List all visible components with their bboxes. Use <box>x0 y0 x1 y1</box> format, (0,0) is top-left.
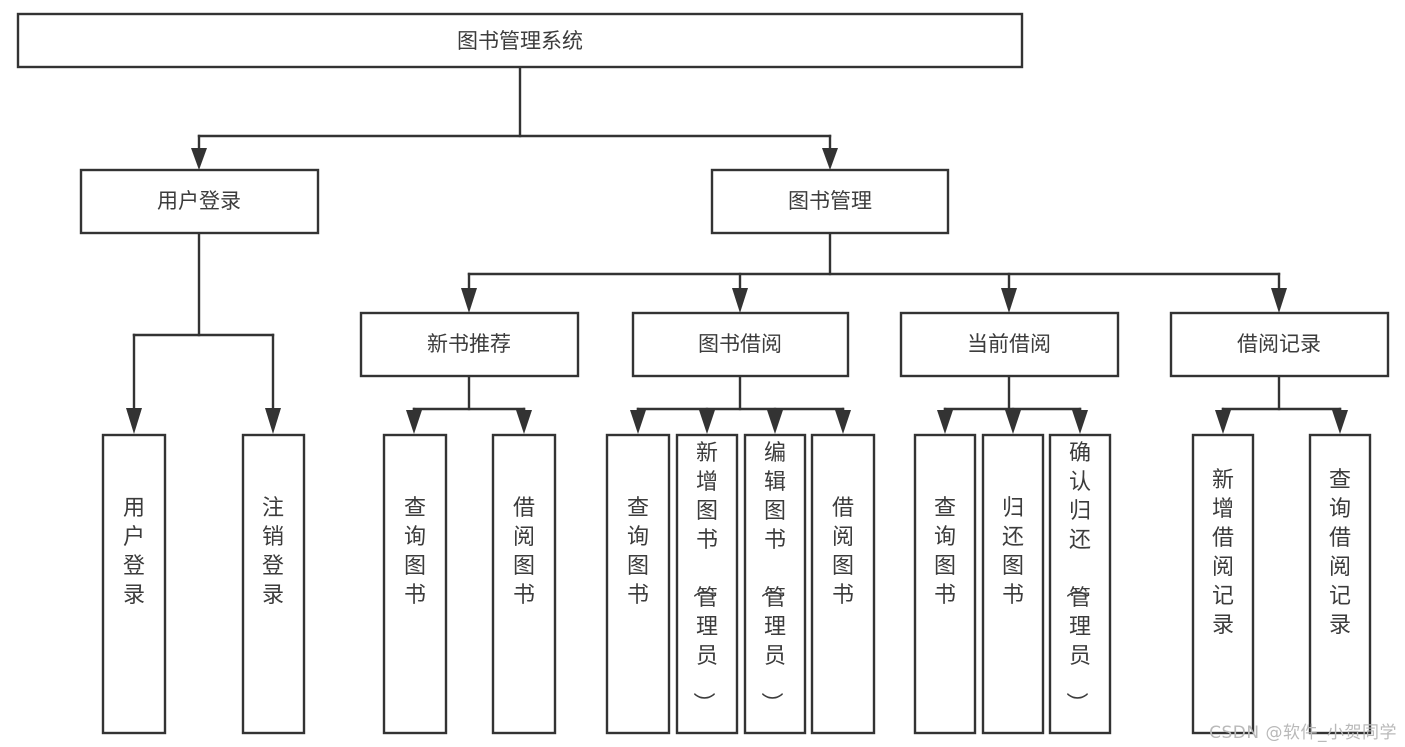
node-leaf-add-record-label: 新增借阅记录 <box>1212 468 1234 638</box>
arrow-bookmanage-child-3 <box>1001 288 1017 313</box>
node-leaf-edit-book-box[interactable] <box>743 433 807 735</box>
node-leaf-return-book[interactable]: 归还图书 <box>981 433 1045 735</box>
arrow-bookmanage-child-2 <box>732 288 748 313</box>
edge-layer <box>126 66 1348 434</box>
node-leaf-query-record[interactable]: 查询借阅记录 <box>1308 433 1372 735</box>
arrow-borrow-leaf-4 <box>835 410 851 434</box>
node-leaf-edit-book-label: 编辑图书（管理员） <box>758 441 786 714</box>
node-leaf-add-book[interactable]: 新增图书（管理员） <box>675 433 739 735</box>
arrow-recommend-leaf-2 <box>516 410 532 434</box>
node-book-borrow-label: 图书借阅 <box>698 332 782 356</box>
arrow-borrow-leaf-2 <box>699 410 715 434</box>
node-leaf-query-record-label: 查询借阅记录 <box>1329 468 1351 638</box>
node-leaf-user-login-label: 用户登录 <box>123 496 145 608</box>
arrow-current-leaf-3 <box>1072 410 1088 434</box>
node-current-borrow-label: 当前借阅 <box>967 332 1051 356</box>
arrow-bookmanage-child-4 <box>1271 288 1287 313</box>
arrow-borrow-leaf-3 <box>767 410 783 434</box>
node-book-manage-box[interactable] <box>710 168 950 235</box>
node-user-login[interactable]: 用户登录 <box>79 168 320 235</box>
node-leaf-add-book-box[interactable] <box>675 433 739 735</box>
arrow-record-leaf-2 <box>1332 410 1348 434</box>
arrow-record-leaf-1 <box>1215 410 1231 434</box>
node-leaf-query-book-1-label: 查询图书 <box>404 496 426 608</box>
node-current-borrow[interactable]: 当前借阅 <box>899 311 1120 378</box>
node-leaf-borrow-book-2-label: 借阅图书 <box>832 496 854 608</box>
node-leaf-borrow-book-1[interactable]: 借阅图书 <box>491 433 557 735</box>
node-leaf-return-book-label: 归还图书 <box>1002 496 1024 608</box>
arrow-recommend-leaf-1 <box>406 410 422 434</box>
node-leaf-add-record-box[interactable] <box>1191 433 1255 735</box>
node-new-book-recommend-box[interactable] <box>359 311 580 378</box>
node-borrow-record-label: 借阅记录 <box>1237 332 1321 356</box>
node-leaf-confirm-return[interactable]: 确认归还（管理员） <box>1048 433 1112 735</box>
node-root-box[interactable] <box>16 12 1024 69</box>
node-leaf-add-book-label: 新增图书（管理员） <box>690 441 718 714</box>
arrow-bookmanage-child-1 <box>461 288 477 313</box>
node-leaf-user-login[interactable]: 用户登录 <box>101 433 167 735</box>
node-leaf-query-book-2[interactable]: 查询图书 <box>605 433 671 735</box>
node-borrow-record-box[interactable] <box>1169 311 1390 378</box>
node-leaf-query-book-1[interactable]: 查询图书 <box>382 433 448 735</box>
node-book-borrow[interactable]: 图书借阅 <box>631 311 850 378</box>
node-leaf-query-book-3[interactable]: 查询图书 <box>913 433 977 735</box>
node-leaf-borrow-book-1-box[interactable] <box>491 433 557 735</box>
node-leaf-user-login-box[interactable] <box>101 433 167 735</box>
node-book-manage[interactable]: 图书管理 <box>710 168 950 235</box>
node-root-label: 图书管理系统 <box>457 29 583 53</box>
arrow-current-leaf-1 <box>937 410 953 434</box>
node-current-borrow-box[interactable] <box>899 311 1120 378</box>
node-leaf-logout-login-box[interactable] <box>241 433 306 735</box>
arrow-current-leaf-2 <box>1005 410 1021 434</box>
node-leaf-add-record[interactable]: 新增借阅记录 <box>1191 433 1255 735</box>
csdn-watermark: CSDN @软件_小贺同学 <box>1209 723 1397 743</box>
arrow-root-to-user-login <box>191 148 207 170</box>
node-leaf-query-book-2-label: 查询图书 <box>627 496 649 608</box>
node-borrow-record[interactable]: 借阅记录 <box>1169 311 1390 378</box>
node-leaf-edit-book[interactable]: 编辑图书（管理员） <box>743 433 807 735</box>
node-leaf-query-book-3-box[interactable] <box>913 433 977 735</box>
node-leaf-logout-login[interactable]: 注销登录 <box>241 433 306 735</box>
node-book-manage-label: 图书管理 <box>788 189 872 213</box>
arrow-userlogin-leaf-2 <box>265 408 281 434</box>
node-book-borrow-box[interactable] <box>631 311 850 378</box>
node-leaf-query-book-2-box[interactable] <box>605 433 671 735</box>
node-user-login-box[interactable] <box>79 168 320 235</box>
node-leaf-query-book-1-box[interactable] <box>382 433 448 735</box>
node-leaf-confirm-return-box[interactable] <box>1048 433 1112 735</box>
node-new-book-recommend[interactable]: 新书推荐 <box>359 311 580 378</box>
node-leaf-borrow-book-2-box[interactable] <box>810 433 876 735</box>
arrow-root-to-book-manage <box>822 148 838 170</box>
node-leaf-query-record-box[interactable] <box>1308 433 1372 735</box>
node-user-login-label: 用户登录 <box>157 189 241 213</box>
node-leaf-borrow-book-2[interactable]: 借阅图书 <box>810 433 876 735</box>
arrow-userlogin-leaf-1 <box>126 408 142 434</box>
node-leaf-logout-login-label: 注销登录 <box>262 496 284 608</box>
node-leaf-query-book-3-label: 查询图书 <box>934 496 956 608</box>
node-leaf-confirm-return-label: 确认归还（管理员） <box>1063 441 1091 714</box>
node-new-book-recommend-label: 新书推荐 <box>427 332 511 356</box>
arrow-borrow-leaf-1 <box>630 410 646 434</box>
node-leaf-borrow-book-1-label: 借阅图书 <box>513 496 535 608</box>
node-leaf-return-book-box[interactable] <box>981 433 1045 735</box>
node-root[interactable]: 图书管理系统 <box>16 12 1024 69</box>
